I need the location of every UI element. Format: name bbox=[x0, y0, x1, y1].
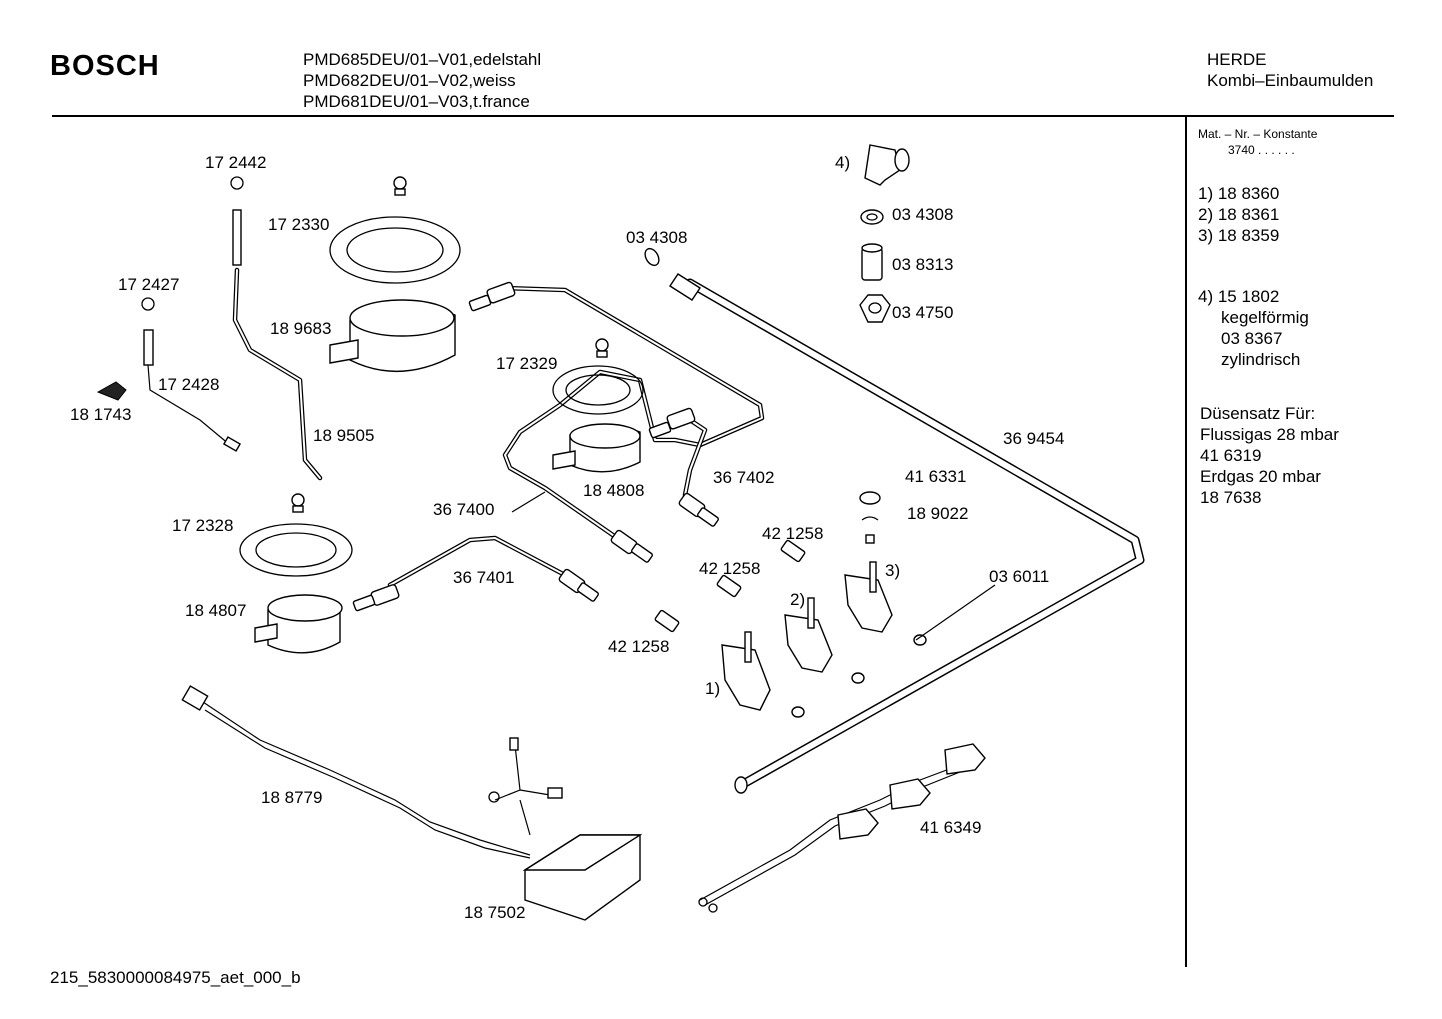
note-4-line-4: zylindrisch bbox=[1221, 350, 1301, 369]
variant-2: 2) 18 8361 bbox=[1198, 205, 1280, 224]
label-172427: 17 2427 bbox=[118, 275, 179, 294]
label-189022: 18 9022 bbox=[907, 504, 968, 523]
document-id: 215_5830000084975_aet_000_b bbox=[50, 968, 301, 987]
label-189505: 18 9505 bbox=[313, 426, 374, 445]
label-172329: 17 2329 bbox=[496, 354, 557, 373]
nozzle-038313 bbox=[861, 243, 883, 281]
supply-tube-367401 bbox=[387, 535, 583, 588]
side-panel-divider bbox=[1185, 117, 1187, 967]
washer-034308-a bbox=[644, 247, 660, 267]
spring-416331 bbox=[859, 491, 881, 544]
variant-3: 3) 18 8359 bbox=[1198, 226, 1280, 245]
label-184807: 18 4807 bbox=[185, 601, 246, 620]
label-421258-b: 42 1258 bbox=[699, 559, 760, 578]
label-421258-c: 42 1258 bbox=[608, 637, 669, 656]
main-gas-pipe bbox=[669, 273, 1145, 794]
nozzle-set: Düsensatz Für: Flussigas 28 mbar 41 6319… bbox=[1200, 403, 1339, 508]
wiring-harness-188779 bbox=[181, 685, 563, 859]
label-valve-1: 1) bbox=[705, 679, 720, 698]
ignition-electrode-172428 bbox=[96, 297, 242, 452]
switch-harness-416349 bbox=[698, 743, 986, 913]
label-note-4: 4) bbox=[835, 153, 850, 172]
label-369454: 36 9454 bbox=[1003, 429, 1064, 448]
leader-lines bbox=[511, 491, 996, 641]
gas-valve-1 bbox=[721, 631, 805, 718]
label-416331: 41 6331 bbox=[905, 467, 966, 486]
label-034750: 03 4750 bbox=[892, 303, 953, 322]
label-181743: 18 1743 bbox=[70, 405, 131, 424]
nozzle-set-line-2: Flussigas 28 mbar bbox=[1200, 425, 1339, 444]
nozzle-set-line-4: Erdgas 20 mbar bbox=[1200, 467, 1321, 486]
label-367402: 36 7402 bbox=[713, 468, 774, 487]
burner-cup-184808 bbox=[552, 338, 644, 473]
label-034308-b: 03 4308 bbox=[892, 205, 953, 224]
label-367400: 36 7400 bbox=[433, 500, 494, 519]
model-list: PMD685DEU/01–V01,edelstahl PMD682DEU/01–… bbox=[303, 49, 541, 112]
label-172442: 17 2442 bbox=[205, 153, 266, 172]
gas-valve-3 bbox=[844, 561, 927, 646]
label-188779: 18 8779 bbox=[261, 788, 322, 807]
variant-list: 1) 18 8360 2) 18 8361 3) 18 8359 bbox=[1198, 183, 1279, 246]
label-valve-2: 2) bbox=[790, 590, 805, 609]
label-034308-a: 03 4308 bbox=[626, 228, 687, 247]
mat-constant: 3740 . . . . . . bbox=[1228, 143, 1295, 157]
mat-header: Mat. – Nr. – Konstante bbox=[1198, 127, 1318, 141]
nozzle-set-line-3: 41 6319 bbox=[1200, 446, 1262, 465]
nut-034750 bbox=[859, 294, 891, 323]
category-line-2: Kombi–Einbaumulden bbox=[1207, 71, 1374, 90]
label-184808: 18 4808 bbox=[583, 481, 644, 500]
label-valve-3: 3) bbox=[885, 561, 900, 580]
model-line-1: PMD685DEU/01–V01,edelstahl bbox=[303, 50, 542, 69]
tube-fittings bbox=[352, 281, 719, 612]
note-4: 4) 15 1802 kegelförmig 03 8367 zylindris… bbox=[1198, 286, 1309, 370]
angle-fitting-151802 bbox=[864, 144, 910, 186]
model-line-3: PMD681DEU/01–V03,t.france bbox=[303, 92, 530, 111]
injectors-421258 bbox=[654, 539, 806, 633]
supply-tube-367400 bbox=[502, 285, 765, 553]
note-4-line-3: 03 8367 bbox=[1221, 329, 1283, 348]
nozzle-set-line-5: 18 7638 bbox=[1200, 488, 1262, 507]
variant-1: 1) 18 8360 bbox=[1198, 184, 1280, 203]
nozzle-set-line-1: Düsensatz Für: bbox=[1200, 404, 1316, 423]
thermocouple-189505 bbox=[230, 176, 323, 481]
category-title: HERDE Kombi–Einbaumulden bbox=[1207, 49, 1373, 91]
header-divider bbox=[52, 115, 1394, 117]
burner-cup-189683 bbox=[329, 176, 461, 373]
note-4-line-1: 4) 15 1802 bbox=[1198, 287, 1280, 306]
label-189683: 18 9683 bbox=[270, 319, 331, 338]
brand-logo: BOSCH bbox=[50, 50, 160, 82]
label-187502: 18 7502 bbox=[464, 903, 525, 922]
part-labels: 17 2442 17 2330 17 2427 18 9683 17 2428 … bbox=[70, 153, 1064, 922]
category-line-1: HERDE bbox=[1207, 50, 1267, 69]
label-416349: 41 6349 bbox=[920, 818, 981, 837]
note-4-line-2: kegelförmig bbox=[1221, 308, 1309, 327]
label-172330: 17 2330 bbox=[268, 215, 329, 234]
label-038313: 03 8313 bbox=[892, 255, 953, 274]
washer-034308 bbox=[860, 209, 884, 225]
label-172328: 17 2328 bbox=[172, 516, 233, 535]
ignition-module-187502 bbox=[522, 834, 643, 921]
label-367401: 36 7401 bbox=[453, 568, 514, 587]
model-line-2: PMD682DEU/01–V02,weiss bbox=[303, 71, 516, 90]
burner-cup-184807 bbox=[239, 493, 353, 654]
gas-valve-2 bbox=[784, 597, 865, 684]
label-421258-a: 42 1258 bbox=[762, 524, 823, 543]
label-036011: 03 6011 bbox=[989, 567, 1049, 586]
label-172428: 17 2428 bbox=[158, 375, 219, 394]
